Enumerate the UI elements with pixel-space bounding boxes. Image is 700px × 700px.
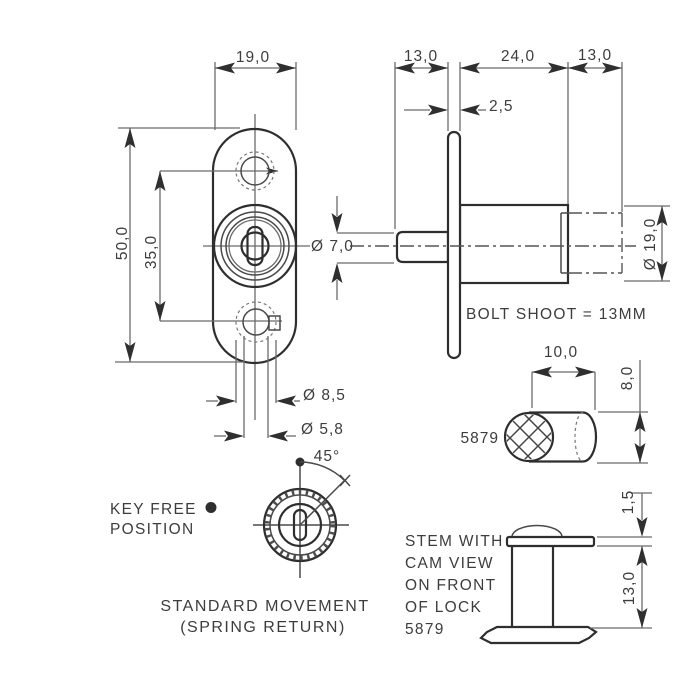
front-view: 19,0 50,0 35,0 Ø 8,5 (114, 49, 346, 442)
section-hidden-edge (574, 411, 584, 463)
stem-note-line4: OF LOCK (405, 599, 482, 616)
rotation-radius-line (299, 479, 346, 526)
plate-width-label: 19,0 (236, 49, 270, 66)
dim-cam-stem-length: 13,0 (590, 546, 652, 629)
dim-body-dia: Ø 19,0 (624, 205, 670, 282)
body-length-label: 24,0 (501, 48, 535, 65)
stem-note-line2: CAM VIEW (405, 555, 494, 572)
cam-plate (505, 535, 596, 548)
dim-section-height: 8,0 (597, 360, 648, 464)
lock-dome-arc (511, 524, 563, 538)
dim-cam-thickness: 1,5 (597, 490, 652, 547)
plate-height-label: 50,0 (114, 226, 131, 260)
rotation-end-x-marker (339, 474, 351, 487)
cam-base-dish (479, 625, 598, 645)
key-face-outer (262, 487, 338, 563)
side-view: 13,0 24,0 13,0 2,5 Ø 7,0 (311, 47, 670, 360)
stem-note-line1: STEM WITH (405, 533, 504, 550)
key-face-mid (269, 494, 331, 556)
key-face-knurl-ring (264, 489, 336, 561)
dim-hole-dia-outer: Ø 8,5 (206, 340, 346, 407)
stem-dia-label: Ø 7,0 (311, 238, 354, 255)
cylinder-ring-2 (220, 211, 290, 281)
section-body (529, 411, 598, 463)
top-hole-dashed (235, 151, 275, 191)
movement-caption-line1: STANDARD MOVEMENT (160, 598, 369, 615)
hole-dia-outer-label: Ø 8,5 (303, 387, 346, 404)
anti-rotation-tab (268, 315, 281, 331)
key-plug (240, 231, 270, 261)
dim-stem-dia: Ø 7,0 (311, 196, 394, 300)
mounting-flange (446, 130, 462, 360)
bolt-shoot-note: BOLT SHOOT = 13MM (466, 306, 647, 323)
dim-hole-spacing: 35,0 (143, 171, 166, 321)
bolt-extended-phantom (568, 212, 623, 274)
top-hole (240, 156, 270, 186)
dim-top-row: 13,0 24,0 13,0 (394, 47, 623, 229)
cam-stem-length-label: 13,0 (621, 571, 638, 605)
key-free-legend-dot (205, 502, 217, 513)
stem-section-view: 10,0 8,0 5879 (461, 344, 648, 464)
stem-cam-view: 1,5 13,0 STEM WITH CAM VIEW ON FRONT OF … (405, 490, 652, 645)
dim-flange-thickness: 2,5 (404, 98, 514, 116)
movement-caption-line2: (SPRING RETURN) (180, 619, 346, 636)
section-height-label: 8,0 (619, 366, 636, 391)
cylinder-ring-3 (225, 216, 285, 276)
section-part-number: 5879 (461, 430, 499, 447)
key-face-inner (277, 502, 323, 548)
hole-dia-inner-label: Ø 5,8 (301, 421, 344, 438)
dim-plate-width: 19,0 (214, 49, 297, 130)
key-free-label-line2: POSITION (110, 521, 194, 538)
dim-hole-dia-inner: Ø 5,8 (214, 336, 344, 442)
keyway-slot (246, 225, 264, 267)
rotation-arc (299, 461, 346, 482)
cylinder-ring-4 (228, 219, 282, 273)
bottom-hole-dashed (235, 301, 277, 343)
body-dia-label: Ø 19,0 (642, 218, 659, 271)
rotation-angle-label: 45° (314, 448, 340, 465)
bolt-travel-label: 13,0 (578, 47, 612, 64)
stem-note-line3: ON FRONT (405, 577, 496, 594)
hole-spacing-label: 35,0 (143, 235, 160, 269)
lock-body (458, 203, 570, 285)
key-free-label-line1: KEY FREE (110, 501, 197, 518)
flange-thickness-label: 2,5 (489, 98, 514, 115)
plunger-stem (395, 230, 450, 264)
cylinder-outer-ring (212, 203, 298, 289)
key-slot (292, 508, 308, 542)
stem-length-label: 13,0 (404, 48, 438, 65)
dim-plate-height: 50,0 (114, 127, 245, 363)
cam-thickness-label: 1,5 (620, 490, 637, 515)
stem-part-number: 5879 (405, 621, 445, 638)
bottom-hole (242, 308, 270, 336)
dim-section-width: 10,0 (531, 344, 596, 410)
key-position-view: 45° KEY FREE POSITION STANDARD MOVEMENT … (110, 448, 369, 636)
section-width-label: 10,0 (544, 344, 578, 361)
